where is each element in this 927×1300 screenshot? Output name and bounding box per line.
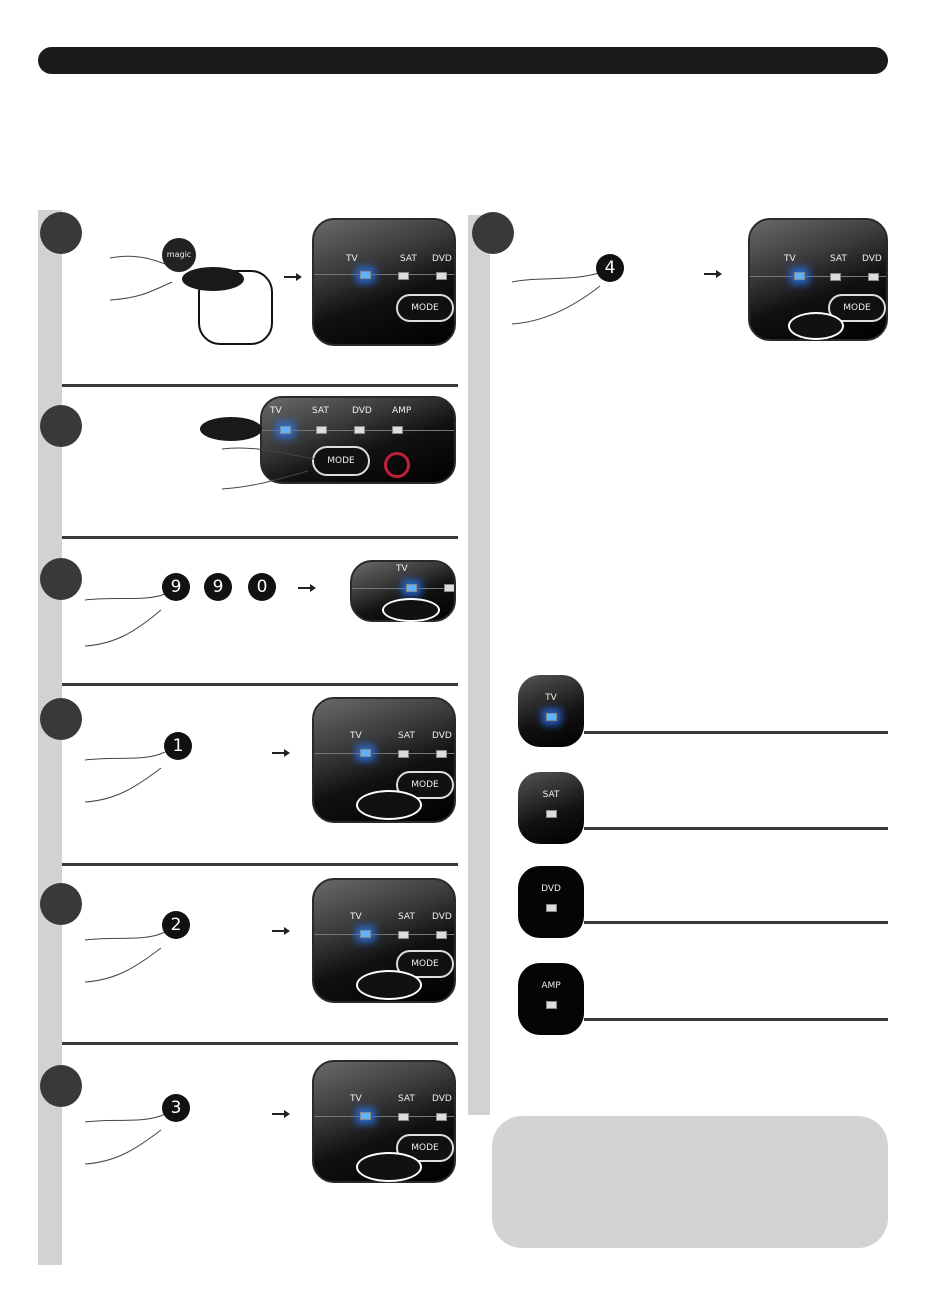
- note-box: [492, 1116, 888, 1248]
- arrow-icon: [272, 749, 290, 757]
- step-7-marker: [472, 212, 514, 254]
- hand-icon: [222, 447, 315, 490]
- mode-indicator-amp: AMP: [518, 963, 584, 1035]
- mode-indicator-dvd: DVD: [518, 866, 584, 938]
- blink-indicator: [356, 790, 422, 820]
- blink-indicator: [356, 1152, 422, 1182]
- step-6-marker: [40, 1065, 82, 1107]
- step-2-marker: [40, 405, 82, 447]
- label-blackout: [182, 267, 244, 291]
- arrow-icon: [272, 1110, 290, 1118]
- divider: [62, 384, 458, 387]
- hand-icon: [85, 1114, 166, 1165]
- mode-indicator-sat: SAT: [518, 772, 584, 844]
- digit-button: 4: [596, 254, 624, 282]
- step-5-marker: [40, 883, 82, 925]
- indicator-line: [584, 731, 888, 734]
- hand-icon: [85, 932, 166, 983]
- hand-icon: [512, 272, 603, 325]
- arrow-icon: [298, 584, 316, 592]
- step-3-marker: [40, 558, 82, 600]
- indicator-line: [584, 827, 888, 830]
- divider: [62, 536, 458, 539]
- mode-indicator-tv: TV: [518, 675, 584, 747]
- indicator-line: [584, 921, 888, 924]
- arrow-icon: [704, 270, 722, 278]
- remote-panel: TV SAT DVD MODE: [312, 878, 456, 1003]
- magic-button: magic: [162, 238, 196, 272]
- power-icon: [384, 452, 410, 478]
- divider: [62, 863, 458, 866]
- blink-indicator: [356, 970, 422, 1000]
- arrow-icon: [284, 273, 302, 281]
- divider: [62, 1042, 458, 1045]
- label-blackout: [200, 417, 262, 441]
- digit-button: 3: [162, 1094, 190, 1122]
- mode-button: MODE: [312, 446, 370, 476]
- step-4-marker: [40, 698, 82, 740]
- right-column-strip: [468, 215, 490, 1115]
- hand-icon: [85, 752, 166, 803]
- blink-indicator: [382, 598, 440, 622]
- digit-button: 2: [162, 911, 190, 939]
- remote-panel: TV SAT DVD AMP MODE: [260, 396, 456, 484]
- header-bar: [38, 47, 888, 74]
- digit-button: 1: [164, 732, 192, 760]
- step-1-marker: [40, 212, 82, 254]
- blink-indicator: [788, 312, 844, 340]
- divider: [62, 683, 458, 686]
- digit-button: 9: [204, 573, 232, 601]
- digit-button: 0: [248, 573, 276, 601]
- remote-panel: TV SAT DVD MODE: [312, 218, 456, 346]
- digit-button: 9: [162, 573, 190, 601]
- arrow-icon: [272, 927, 290, 935]
- indicator-line: [584, 1018, 888, 1021]
- hand-icon: [85, 593, 166, 647]
